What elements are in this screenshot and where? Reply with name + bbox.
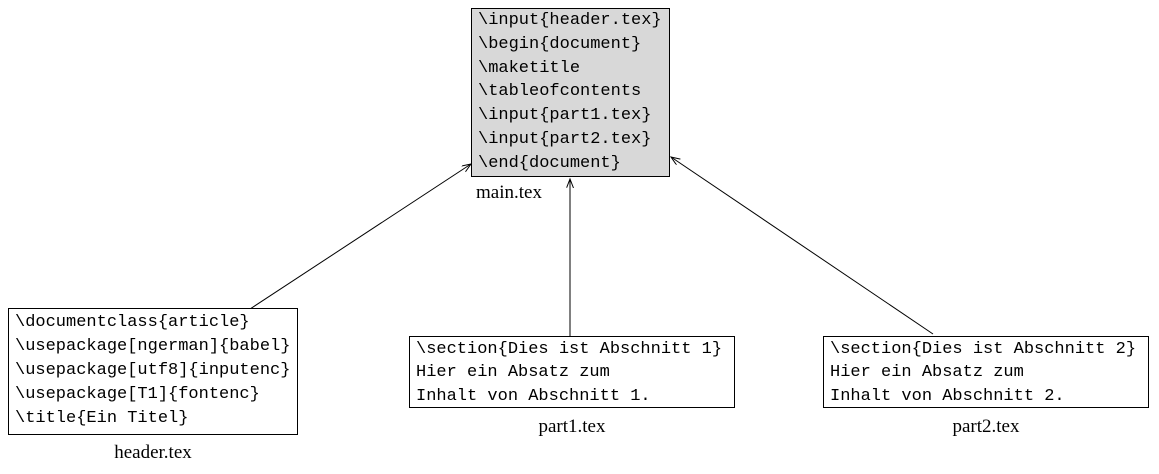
code-line: Inhalt von Abschnitt 2. bbox=[830, 386, 1065, 406]
part2-tex-filename-label: part2.tex bbox=[952, 416, 1020, 437]
header-tex-code-box: \documentclass{article} \usepackage[nger… bbox=[8, 308, 298, 435]
code-line: \input{part1.tex} bbox=[478, 106, 652, 126]
code-line: Inhalt von Abschnitt 1. bbox=[416, 386, 651, 406]
part1-tex-filename-label: part1.tex bbox=[538, 416, 606, 437]
code-line: \end{document} bbox=[478, 153, 621, 173]
code-line: \usepackage[utf8]{inputenc} bbox=[15, 361, 291, 380]
code-line: \input{header.tex} bbox=[478, 11, 662, 30]
edge-header-to-main bbox=[249, 164, 471, 310]
code-line: \input{part2.tex} bbox=[478, 129, 652, 149]
part2-tex-code-box: \section{Dies ist Abschnitt 2} Hier ein … bbox=[823, 336, 1149, 408]
code-line: \documentclass{article} bbox=[15, 313, 250, 332]
code-line: Hier ein Absatz zum bbox=[830, 363, 1024, 383]
main-tex-code-box: \input{header.tex} \begin{document} \mak… bbox=[471, 8, 670, 177]
code-line: \usepackage[ngerman]{babel} bbox=[15, 337, 291, 356]
header-tex-filename-label: header.tex bbox=[114, 442, 192, 463]
code-line: \maketitle bbox=[478, 58, 581, 78]
code-line: \title{Ein Titel} bbox=[15, 409, 189, 428]
code-line: \section{Dies ist Abschnitt 1} bbox=[416, 340, 723, 359]
code-line: \section{Dies ist Abschnitt 2} bbox=[830, 340, 1137, 359]
code-line: \usepackage[T1]{fontenc} bbox=[15, 385, 260, 404]
code-line: \tableofcontents bbox=[478, 82, 642, 102]
code-line: \begin{document} bbox=[478, 34, 642, 54]
code-line: Hier ein Absatz zum bbox=[416, 363, 610, 383]
edge-part2-to-main bbox=[671, 157, 934, 335]
part1-tex-code-box: \section{Dies ist Abschnitt 1} Hier ein … bbox=[409, 336, 735, 408]
main-tex-filename-label: main.tex bbox=[476, 182, 542, 203]
